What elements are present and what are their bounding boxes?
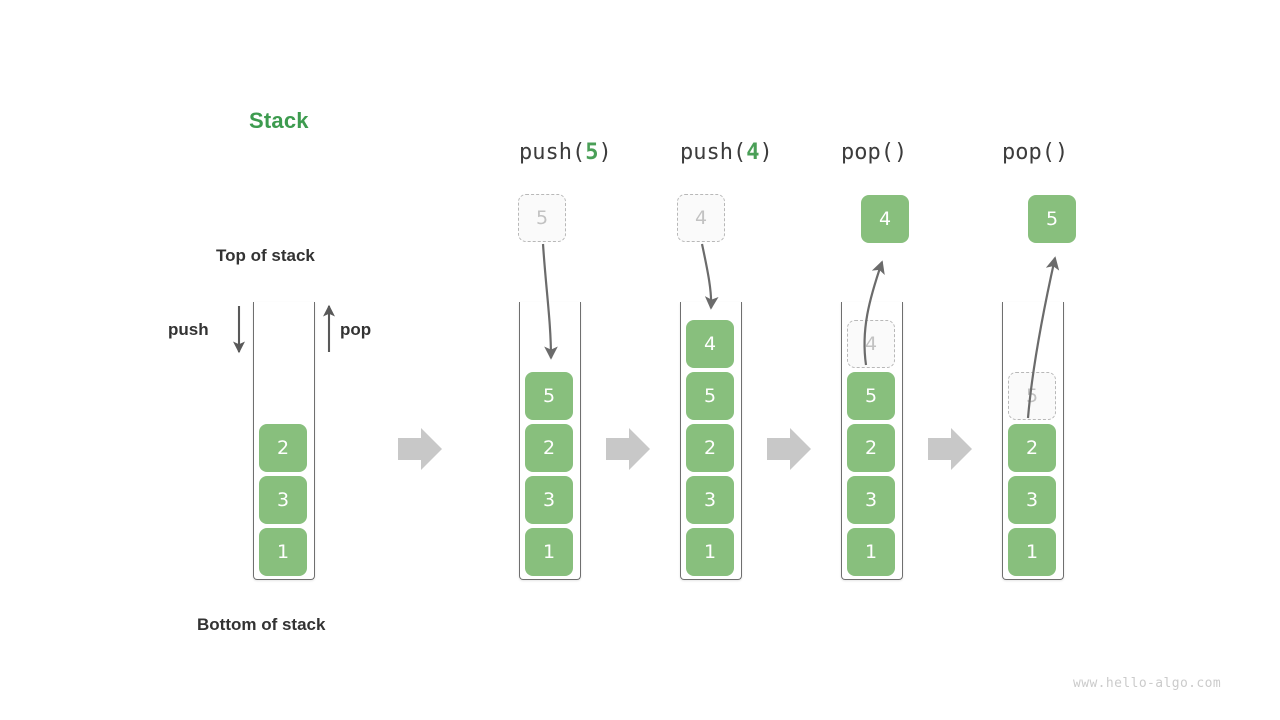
stack-cell: 5: [525, 372, 573, 420]
stack-cell: 2: [1008, 424, 1056, 472]
floating-cell-push-4: 4: [677, 194, 725, 242]
op-fn-open: push(: [680, 140, 747, 165]
transition-arrow-icon-1: [398, 428, 442, 470]
stack-wall: [841, 302, 903, 580]
operation-header-push-4: push(4): [680, 140, 773, 165]
transition-arrow-icon-3: [767, 428, 811, 470]
stack-cell: 5: [686, 372, 734, 420]
stack-cell: 1: [686, 528, 734, 576]
op-arg: 4: [746, 140, 760, 165]
stack-cell: 3: [1008, 476, 1056, 524]
stack-container-push-4: 4 5 2 3 1: [680, 302, 742, 580]
stack-container-initial: 2 3 1: [253, 302, 315, 580]
stack-cell-ghost: 4: [847, 320, 895, 368]
op-fn-close: ): [1054, 140, 1069, 165]
operation-header-pop-1: pop(): [841, 140, 907, 165]
stack-container-pop-1: 4 5 2 3 1: [841, 302, 903, 580]
stack-cell: 1: [259, 528, 307, 576]
op-fn-close: ): [893, 140, 908, 165]
stack-cell: 2: [847, 424, 895, 472]
stack-wall: [519, 302, 581, 580]
stack-cell: 3: [525, 476, 573, 524]
stack-wall: [680, 302, 742, 580]
op-fn-open: push(: [519, 140, 586, 165]
stack-container-pop-2: 5 2 3 1: [1002, 302, 1064, 580]
stack-cell: 4: [686, 320, 734, 368]
op-fn-close: ): [598, 140, 612, 165]
stack-cell: 2: [525, 424, 573, 472]
op-fn-open: pop(: [841, 140, 894, 165]
op-fn-open: pop(: [1002, 140, 1055, 165]
floating-cell-pop-5: 5: [1028, 195, 1076, 243]
floating-cell-push-5: 5: [518, 194, 566, 242]
watermark: www.hello-algo.com: [1073, 676, 1222, 691]
stack-cell: 5: [847, 372, 895, 420]
operation-header-push-5: push(5): [519, 140, 612, 165]
stack-cell-ghost: 5: [1008, 372, 1056, 420]
stack-cell: 3: [686, 476, 734, 524]
stack-container-push-5: 5 2 3 1: [519, 302, 581, 580]
transition-arrow-icon-2: [606, 428, 650, 470]
stack-cell: 1: [525, 528, 573, 576]
stack-cell: 2: [686, 424, 734, 472]
op-fn-close: ): [759, 140, 773, 165]
bottom-of-stack-label: Bottom of stack: [197, 615, 326, 634]
stack-wall: [253, 302, 315, 580]
top-of-stack-label: Top of stack: [216, 246, 315, 265]
stack-cell: 1: [1008, 528, 1056, 576]
stack-cell: 2: [259, 424, 307, 472]
page-title: Stack: [249, 108, 309, 133]
operation-header-pop-2: pop(): [1002, 140, 1068, 165]
push-label: push: [168, 320, 209, 339]
floating-cell-pop-4: 4: [861, 195, 909, 243]
stack-cell: 3: [847, 476, 895, 524]
stack-cell: 3: [259, 476, 307, 524]
stack-wall: [1002, 302, 1064, 580]
pop-label: pop: [340, 320, 372, 339]
push-4-motion-arrow-icon: [700, 243, 719, 310]
stack-cell: 1: [847, 528, 895, 576]
transition-arrow-icon-4: [928, 428, 972, 470]
op-arg: 5: [585, 140, 599, 165]
